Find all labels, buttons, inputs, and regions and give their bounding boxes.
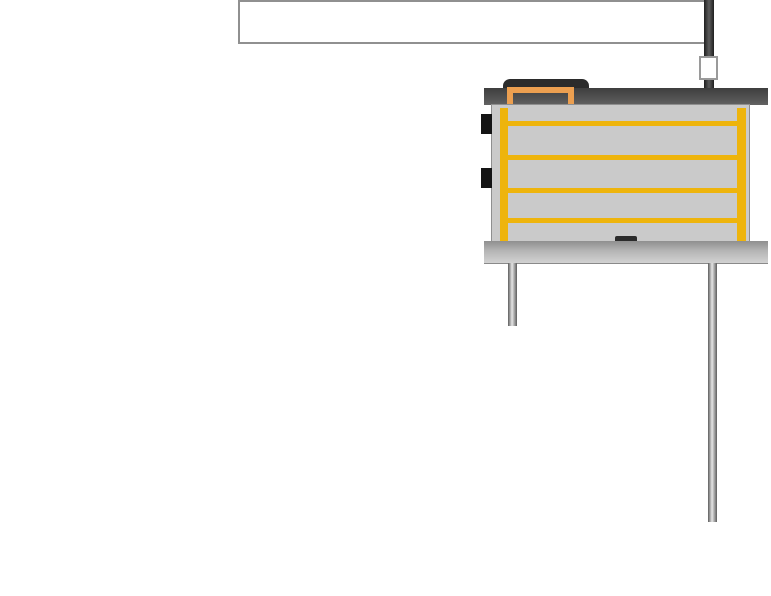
winding-stripe-3 bbox=[508, 188, 737, 193]
winding-stripe-4 bbox=[508, 218, 737, 223]
left-mount-tab-top bbox=[481, 114, 492, 134]
winding-stripe-1 bbox=[508, 121, 737, 126]
winding-strip-right bbox=[737, 108, 746, 241]
inline-connector bbox=[699, 56, 718, 80]
left-mount-tab-bottom bbox=[481, 168, 492, 188]
left-leg bbox=[508, 263, 517, 326]
wire-loop bbox=[238, 0, 708, 44]
winding-stripe-2 bbox=[508, 155, 737, 160]
winding-strip-left bbox=[500, 108, 508, 241]
bottom-notch bbox=[615, 236, 637, 243]
lead-wire bbox=[704, 0, 714, 92]
device-body bbox=[491, 104, 750, 243]
device-base-bar bbox=[484, 241, 768, 264]
handle-bracket bbox=[507, 87, 574, 105]
right-leg bbox=[708, 263, 717, 522]
